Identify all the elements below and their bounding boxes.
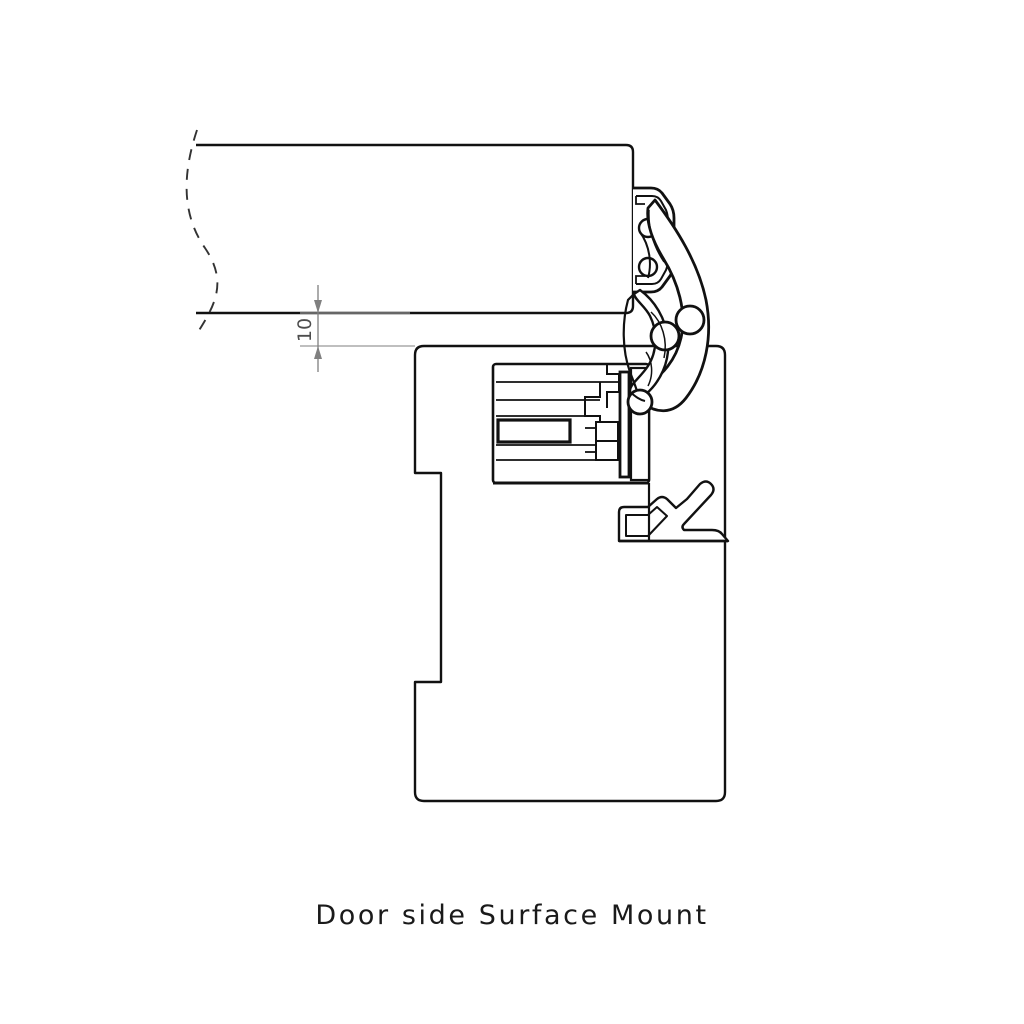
screw-hole-lower <box>637 256 659 278</box>
dim-arrow-upper <box>314 300 322 313</box>
caption-block: Door side Surface Mount <box>0 900 1024 931</box>
pivot-pin-outer <box>674 304 706 336</box>
arm-detail-line-2 <box>645 351 653 387</box>
adjust-screw-box-2 <box>595 440 619 461</box>
plate-tab-upper <box>635 196 645 205</box>
arm-cup-joint <box>629 391 646 402</box>
cup-internal-step <box>584 382 601 445</box>
plate-tab-lower <box>635 275 645 284</box>
door-panel-outline <box>196 143 635 315</box>
dimension-10-group: 10 <box>294 285 415 372</box>
caption-label: Door side Surface Mount <box>315 900 709 931</box>
arm-plate-joint <box>639 231 651 279</box>
door-panel-group <box>185 129 635 333</box>
gasket-profile-group <box>617 480 730 543</box>
cup-cam-plate <box>618 370 631 479</box>
arm-detail-line-3 <box>648 209 665 263</box>
dim-arrow-lower <box>314 346 322 359</box>
dimension-value-10: 10 <box>294 318 316 342</box>
arm-detail-line-1 <box>650 311 666 359</box>
break-line-dashed <box>185 129 219 333</box>
adjust-screw-box-1 <box>595 421 619 442</box>
hinge-arm-group <box>622 198 711 416</box>
cup-adjust-slot <box>496 418 572 444</box>
hinge-cup-group <box>491 362 651 541</box>
